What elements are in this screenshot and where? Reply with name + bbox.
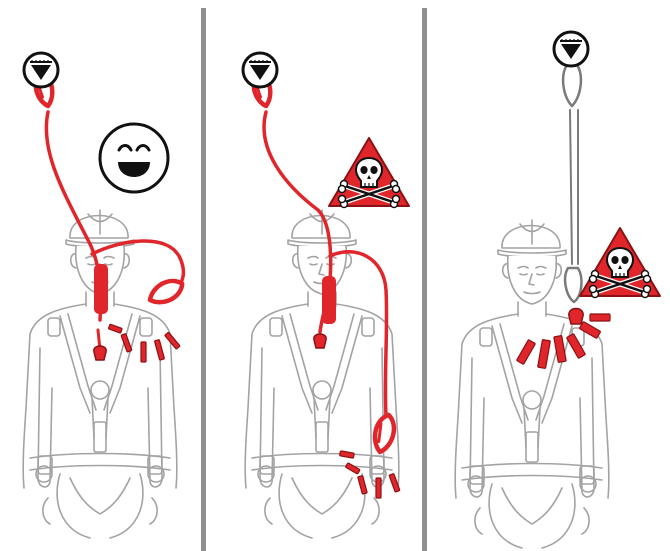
sternal-connector [314, 334, 326, 348]
impact-marks [108, 324, 180, 362]
anchor-point-icon [243, 53, 277, 87]
panel-correct-connection [23, 53, 186, 538]
panel-incorrect-loop-connection [243, 53, 409, 538]
panel-incorrect-short-rigid-connection [455, 32, 660, 548]
anchor-point-icon [554, 32, 588, 66]
worker-figure [23, 210, 177, 538]
danger-skull-icon [329, 138, 409, 208]
anchor-point-icon [24, 53, 58, 87]
worker-figure [455, 220, 609, 548]
sternal-connector [569, 309, 583, 325]
rigid-lanyard [563, 64, 581, 302]
loose-end-connector [372, 413, 396, 454]
sternal-connector [94, 346, 106, 360]
impact-marks [517, 314, 610, 368]
harness-connector [146, 275, 186, 309]
panel-divider-2 [422, 8, 427, 551]
smiling-face-icon [100, 124, 168, 192]
danger-skull-icon [580, 228, 660, 298]
panel-divider-1 [201, 8, 206, 551]
